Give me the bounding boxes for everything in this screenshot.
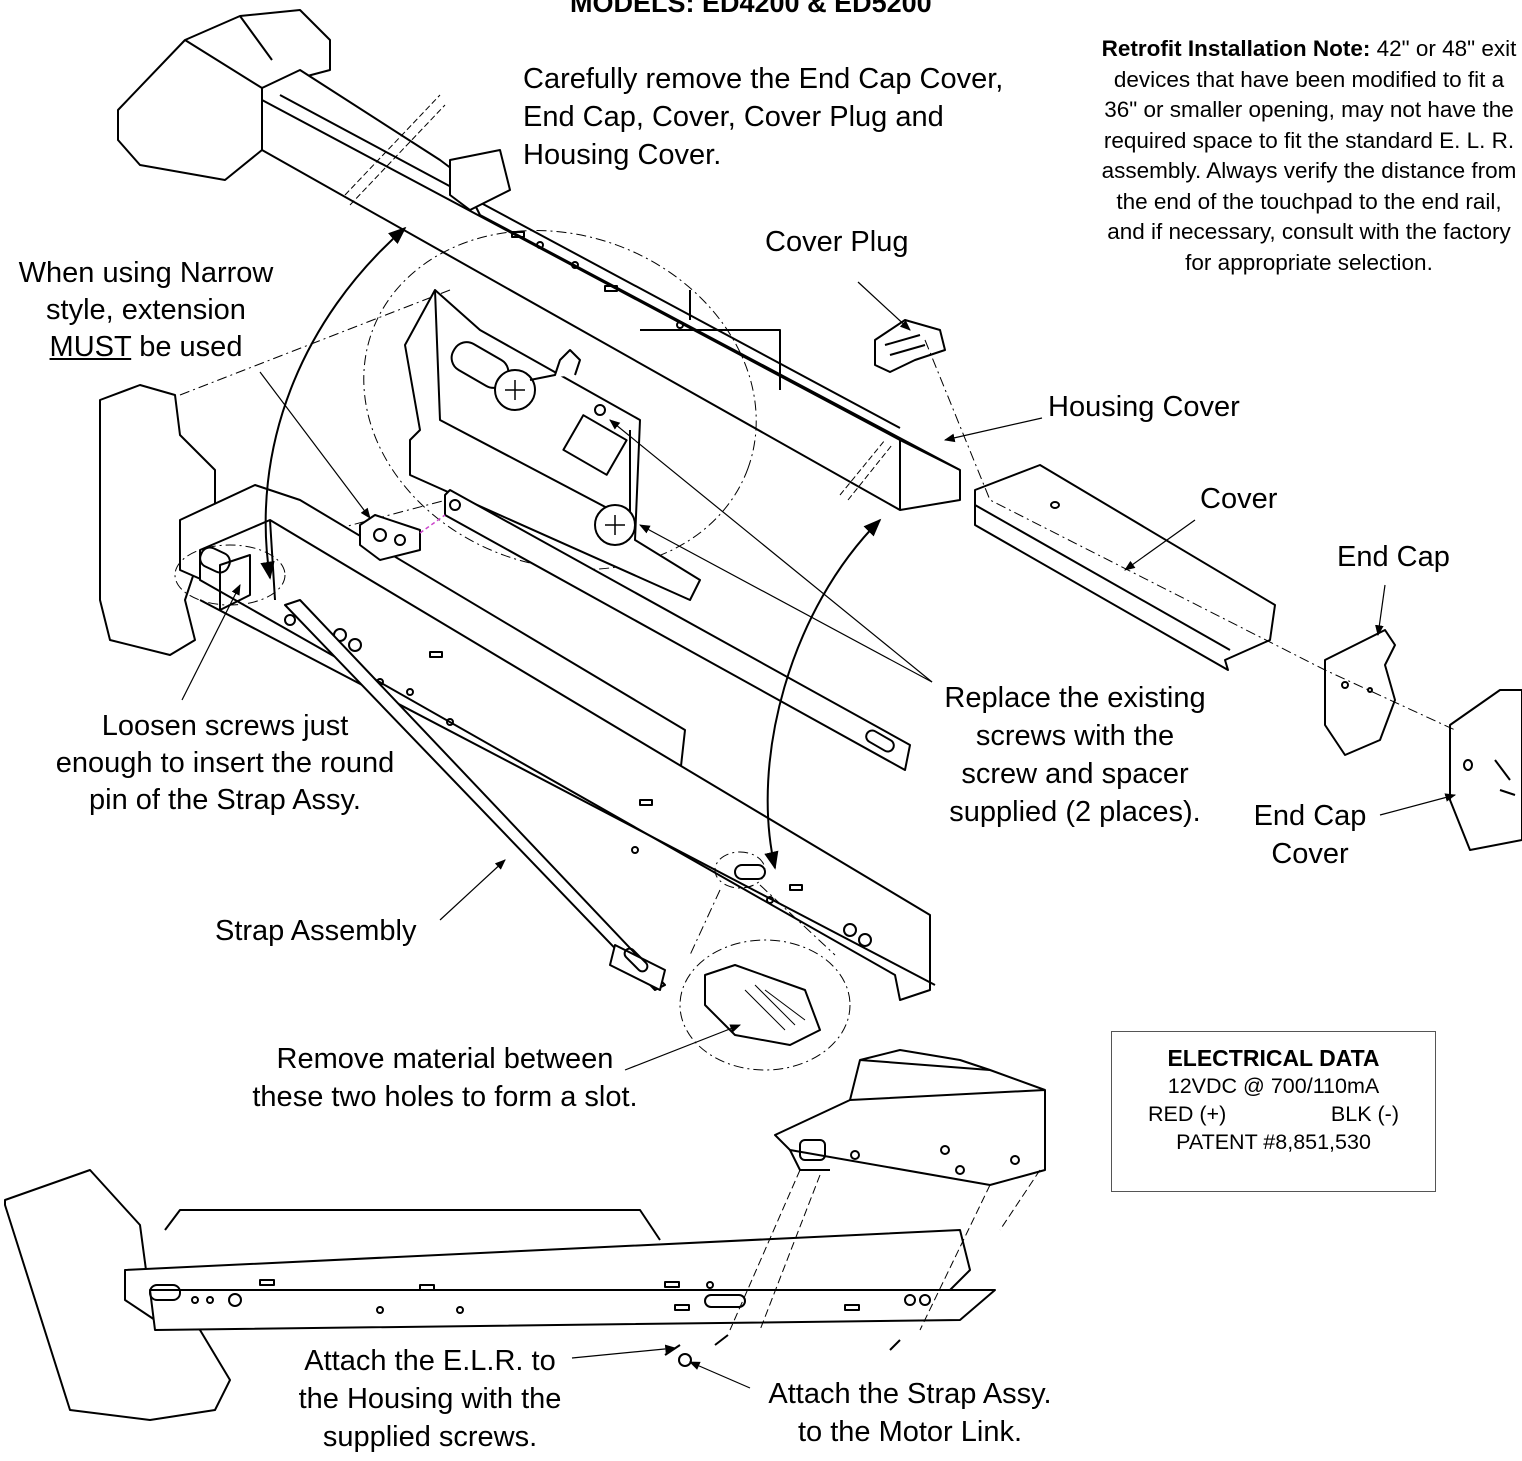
electrical-patent: PATENT #8,851,530 bbox=[1176, 1130, 1371, 1154]
label-replace-line4: supplied (2 places). bbox=[949, 796, 1201, 828]
electrical-black-wire: BLK (-) bbox=[1330, 1102, 1399, 1126]
retrofit-note: Retrofit Installation Note: 42" or 48" e… bbox=[1100, 34, 1518, 278]
detail-screw-spacer bbox=[363, 230, 757, 601]
cover-plug-part bbox=[874, 319, 946, 373]
label-end-cap-cover-line2: Cover bbox=[1271, 838, 1349, 870]
label-attach-strap: Attach the Strap Assy. to the Motor Link… bbox=[745, 1375, 1075, 1451]
strap-assembly-part bbox=[284, 599, 666, 991]
elr-module bbox=[774, 1049, 1046, 1186]
label-remove-covers-line1: Carefully remove the End Cap Cover, bbox=[523, 63, 1004, 95]
electrical-voltage: 12VDC @ 700/110mA bbox=[1167, 1074, 1380, 1098]
electrical-red-wire: RED (+) bbox=[1148, 1102, 1227, 1126]
label-loosen-line1: Loosen screws just bbox=[101, 710, 349, 742]
label-loosen-line2: enough to insert the round bbox=[55, 747, 395, 779]
end-cap-part bbox=[1324, 629, 1396, 756]
label-housing-cover: Housing Cover bbox=[1048, 391, 1240, 423]
bottom-exit-device bbox=[4, 1169, 996, 1421]
label-replace-screws: Replace the existing screws with the scr… bbox=[920, 679, 1230, 831]
label-loosen-screws: Loosen screws just enough to insert the … bbox=[30, 708, 420, 819]
label-end-cap-cover: End Cap Cover bbox=[1240, 797, 1380, 873]
label-remove-covers-line3: Housing Cover. bbox=[523, 139, 722, 171]
retrofit-note-body: 42" or 48" exit devices that have been m… bbox=[1101, 36, 1517, 275]
label-remove-covers: Carefully remove the End Cap Cover, End … bbox=[523, 60, 1003, 174]
label-replace-line1: Replace the existing bbox=[944, 682, 1206, 714]
label-attach-strap-line1: Attach the Strap Assy. bbox=[768, 1378, 1052, 1410]
slot-detail bbox=[679, 851, 851, 1071]
label-end-cap-cover-line1: End Cap bbox=[1253, 800, 1367, 832]
label-narrow-line1: When using Narrow bbox=[18, 257, 274, 289]
label-cover-plug: Cover Plug bbox=[765, 226, 909, 258]
bottom-screws bbox=[664, 1334, 901, 1367]
label-attach-elr: Attach the E.L.R. to the Housing with th… bbox=[275, 1342, 585, 1456]
label-replace-line2: screws with the bbox=[975, 720, 1175, 752]
label-narrow-line3-rest: be used bbox=[131, 331, 243, 363]
label-narrow-style: When using Narrow style, extension MUST … bbox=[0, 255, 292, 366]
electrical-wires: RED (+) BLK (-) bbox=[1112, 1100, 1435, 1128]
label-strap-assembly: Strap Assembly bbox=[215, 915, 417, 947]
page-title: MODELS: ED4200 & ED5200 bbox=[570, 0, 932, 18]
label-attach-strap-line2: to the Motor Link. bbox=[797, 1416, 1023, 1448]
label-cover: Cover bbox=[1200, 483, 1278, 515]
label-attach-elr-line3: supplied screws. bbox=[322, 1421, 538, 1453]
retrofit-note-heading: Retrofit Installation Note: bbox=[1101, 36, 1371, 61]
label-remove-material-line2: these two holes to form a slot. bbox=[252, 1081, 638, 1113]
electrical-data-box: ELECTRICAL DATA 12VDC @ 700/110mA RED (+… bbox=[1111, 1031, 1436, 1192]
label-attach-elr-line2: the Housing with the bbox=[298, 1383, 562, 1415]
label-narrow-must: MUST bbox=[49, 331, 132, 363]
label-narrow-line2: style, extension bbox=[46, 294, 246, 326]
label-remove-material-line1: Remove material between bbox=[276, 1043, 614, 1075]
elr-guide-lines bbox=[729, 1169, 1041, 1331]
electrical-heading: ELECTRICAL DATA bbox=[1167, 1045, 1380, 1071]
label-narrow-line3: MUST be used bbox=[0, 329, 292, 366]
top-exit-device bbox=[117, 9, 961, 511]
end-cap-cover-part bbox=[1449, 689, 1522, 851]
label-replace-line3: screw and spacer bbox=[961, 758, 1189, 790]
label-attach-elr-line1: Attach the E.L.R. to bbox=[304, 1345, 556, 1377]
label-remove-material: Remove material between these two holes … bbox=[215, 1040, 675, 1116]
label-remove-covers-line2: End Cap, Cover, Cover Plug and bbox=[523, 101, 944, 133]
break-marks bbox=[344, 94, 893, 501]
label-end-cap: End Cap bbox=[1337, 541, 1450, 573]
label-loosen-line3: pin of the Strap Assy. bbox=[89, 784, 361, 816]
